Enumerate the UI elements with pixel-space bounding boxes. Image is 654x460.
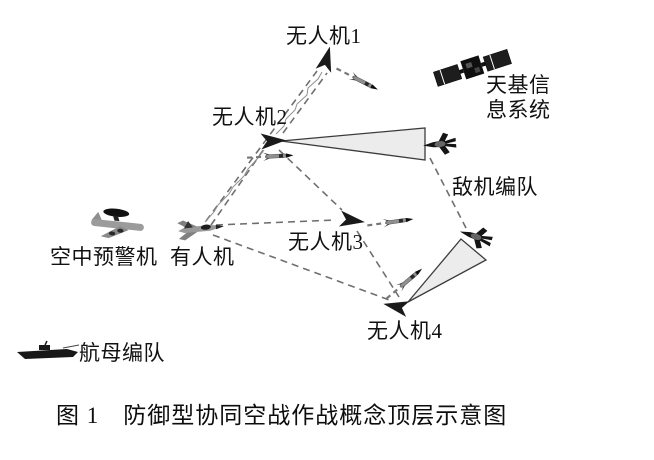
enemy-fighter-1-icon (423, 132, 457, 155)
manned-label: 有人机 (170, 245, 235, 269)
link-uav2-uav1 (282, 72, 328, 134)
missile-3-icon (367, 217, 414, 228)
beam-uav2-to-enemy1 (280, 127, 426, 161)
enemy-formation-label: 敌机编队 (452, 175, 538, 199)
awacs-icon (91, 208, 144, 239)
uav1-icon (315, 46, 332, 73)
satellite-label: 天基信 息系统 (486, 73, 564, 123)
satellite-icon (433, 48, 512, 87)
missile-4-icon (385, 268, 423, 300)
link-uav3-uav4 (356, 230, 400, 298)
carrier-icon (17, 340, 80, 359)
wavy-link-manned-uav2 (204, 149, 265, 223)
uav1-label: 无人机1 (286, 24, 362, 48)
link-uav2-uav3 (278, 149, 343, 211)
uav2-icon (260, 133, 286, 150)
wavy-link-uav2-uav1 (275, 71, 323, 135)
awacs-label: 空中预警机 (50, 245, 158, 269)
uav4-icon (383, 301, 410, 317)
figure-caption: 图 1 防御型协同空战作战概念顶层示意图 (56, 403, 508, 428)
link-manned-uav4 (212, 234, 393, 302)
uav3-label: 无人机3 (288, 230, 364, 254)
carrier-label: 航母编队 (79, 341, 165, 365)
link-manned-uav1 (205, 70, 318, 222)
enemy-fighter-2-icon (459, 227, 493, 249)
uav4-label: 无人机4 (367, 319, 443, 343)
manned-fighter-icon (177, 220, 224, 241)
beam-enemy2-to-uav4 (407, 238, 488, 303)
link-manned-uav3 (215, 219, 337, 226)
satellite-label-line1: 天基信 (486, 73, 551, 97)
missile-2-icon (246, 152, 294, 162)
uav2-label: 无人机2 (212, 105, 288, 129)
uav3-icon (338, 210, 365, 227)
satellite-label-line2: 息系统 (486, 98, 551, 122)
link-enemy1-enemy2 (429, 157, 467, 229)
missile-1-icon (335, 67, 378, 90)
